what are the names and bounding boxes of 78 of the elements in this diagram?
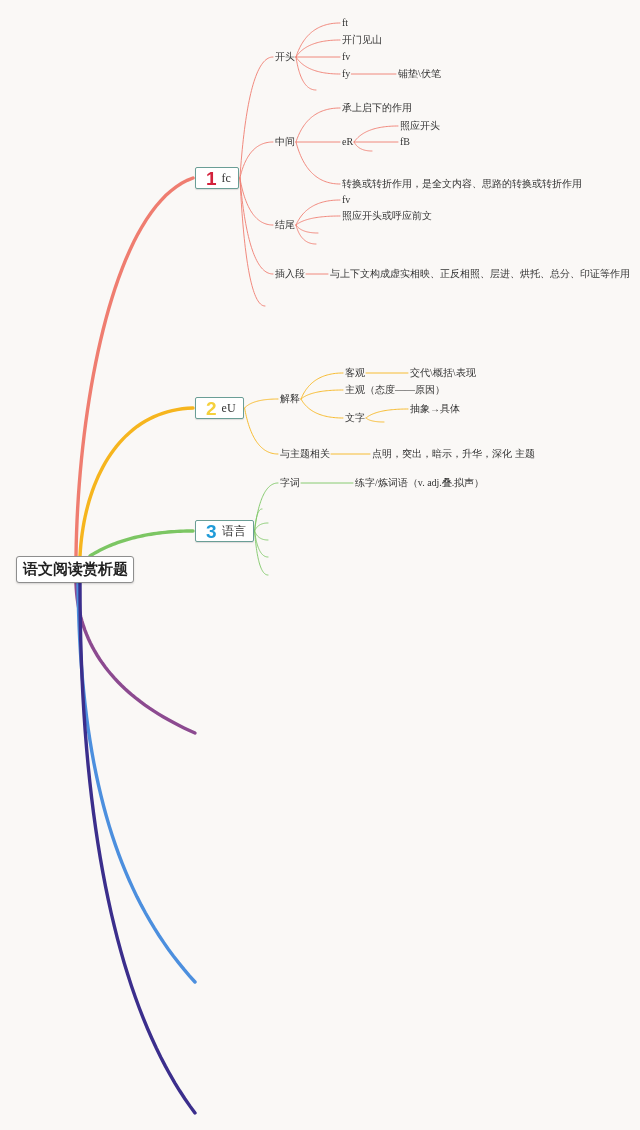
topic-label: 中间 (275, 136, 295, 148)
topic-label: 转换或转折作用，是全文内容、思路的转换或转折作用 (342, 178, 582, 190)
branch-line (365, 408, 409, 419)
topic-box (195, 520, 254, 542)
topic-title: fc (221, 171, 231, 185)
topic-label: 主观（态度——原因） (345, 384, 445, 396)
topic-title: 语言 (221, 524, 246, 538)
topic-label: 开头 (275, 51, 295, 63)
topic-label: fv (342, 51, 351, 63)
topic-number: 3 (206, 521, 217, 541)
branch-line (244, 398, 279, 409)
branch-line (295, 39, 341, 58)
topic-label: 与上下文构成虚实相映、正反相照、层进、烘托、总分、印证等作用 (330, 268, 630, 280)
topic-label: 与主题相关 (280, 448, 330, 460)
branch-line (295, 224, 317, 245)
branch-line (353, 141, 373, 152)
topic-label: 解释 (280, 393, 300, 405)
branch-line (295, 141, 341, 143)
central-topic-box: 语文阅读赏析题 (16, 556, 134, 583)
branch-line (295, 56, 341, 58)
branch-line (305, 273, 329, 275)
topic-label: 插入段 (275, 268, 305, 280)
branch-line (295, 56, 317, 91)
topic-label: 照应开头 (400, 120, 440, 132)
branch-line (295, 215, 341, 226)
topic-label: 结尾 (275, 219, 295, 231)
branch-line (365, 417, 385, 423)
topic-label: 点明，突出，暗示，升华，深化 主题 (372, 448, 535, 460)
branch-line (300, 389, 344, 400)
branch-line (353, 125, 399, 143)
topic-label: fv (342, 194, 351, 206)
topic-label: fB (400, 136, 410, 148)
branch-line (300, 398, 344, 419)
topic-label: fy (342, 68, 351, 80)
branch-line (295, 22, 341, 58)
topic-label: 照应开头或呼应前文 (342, 210, 432, 222)
topic-label: 交代\概括\表现 (410, 367, 476, 379)
topic-box (195, 167, 239, 189)
branch-line (254, 508, 263, 532)
topic-label: 字词 (280, 477, 300, 489)
topic-number: 1 (206, 168, 217, 188)
branch-line (300, 372, 344, 400)
branch-line (295, 141, 341, 185)
branch-line (78, 406, 195, 558)
topic-number: 2 (206, 398, 217, 418)
topic-box (195, 397, 244, 419)
topic-title: eU (221, 401, 236, 415)
topic-label: 文字 (345, 412, 365, 424)
topic-label: 练字/炼词语（v. adj.叠.拟声） (355, 477, 485, 489)
branch-line (74, 176, 195, 558)
branch-line (295, 56, 341, 75)
topic-label: 铺垫\伏笔 (398, 68, 441, 80)
branch-line (330, 453, 371, 455)
topic-label: ft (342, 17, 349, 29)
topic-label: 开门见山 (342, 34, 382, 46)
topic-label: 承上启下的作用 (342, 102, 412, 114)
branch-line (76, 581, 197, 984)
branch-line (78, 581, 197, 1115)
branch-line (353, 141, 399, 143)
branch-line (244, 407, 279, 455)
branch-line (74, 581, 197, 735)
branch-line (88, 529, 195, 558)
branch-line (239, 141, 274, 179)
branch-line (254, 530, 269, 576)
topic-label: 客观 (345, 367, 365, 379)
branch-line (239, 56, 274, 179)
topic-label: 抽象→具体 (410, 403, 460, 415)
branch-line (254, 522, 269, 532)
branch-line (295, 224, 319, 234)
branch-line (254, 530, 269, 541)
topic-label: eR (342, 136, 354, 148)
branch-line (239, 177, 266, 307)
branch-line (350, 73, 397, 75)
branch-line (300, 482, 354, 484)
branch-line (295, 107, 341, 143)
branch-line (365, 372, 409, 374)
branch-line (254, 530, 269, 558)
branch-line (295, 199, 341, 226)
